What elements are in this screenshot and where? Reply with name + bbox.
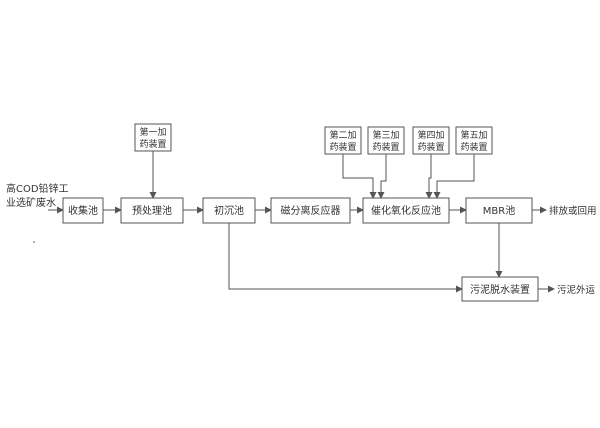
primary-settling-tank-label: 初沉池 (214, 204, 244, 217)
first-dosing-unit-line2: 药装置 (139, 138, 166, 150)
fourth-dosing-unit-line2: 药装置 (417, 141, 444, 153)
sludge-transport-label: 污泥外运 (557, 284, 596, 296)
mbr-tank-label: MBR池 (483, 204, 515, 217)
sludge-dewatering-unit-box: 污泥脱水装置 (461, 276, 539, 302)
third-dosing-unit-line1: 第三加 (372, 129, 399, 141)
second-dosing-unit-line2: 药装置 (329, 141, 356, 153)
second-dosing-unit-box: 第二加 药装置 (324, 126, 362, 155)
arrow-second-dosing-to-catalytic (342, 154, 377, 199)
catalytic-oxidation-tank-label: 催化氧化反应池 (371, 204, 441, 217)
sludge-dewatering-unit-label: 污泥脱水装置 (470, 283, 530, 296)
fifth-dosing-unit-box: 第五加 药装置 (455, 126, 493, 155)
mbr-tank-box: MBR池 (465, 197, 533, 224)
second-dosing-unit-line1: 第二加 (329, 129, 356, 141)
catalytic-oxidation-tank-box: 催化氧化反应池 (362, 197, 450, 224)
arrow-primary-to-sludge-dewatering (228, 223, 463, 293)
fourth-dosing-unit-box: 第四加 药装置 (412, 126, 450, 155)
first-dosing-unit-box: 第一加 药装置 (134, 123, 172, 152)
third-dosing-unit-line2: 药装置 (372, 141, 399, 153)
source-label-line1: 高COD铅锌工 (6, 182, 69, 195)
arrow-fourth-dosing-to-catalytic (425, 154, 433, 199)
primary-settling-tank-box: 初沉池 (202, 197, 256, 224)
collection-tank-label: 收集池 (68, 204, 98, 217)
pretreatment-tank-label: 预处理池 (132, 204, 172, 217)
third-dosing-unit-box: 第三加 药装置 (367, 126, 405, 155)
fourth-dosing-unit-line1: 第四加 (417, 129, 444, 141)
source-label-line2: 业选矿废水 (6, 196, 56, 209)
stray-dot (33, 241, 35, 243)
source-label: 高COD铅锌工 业选矿废水 (6, 182, 69, 209)
fifth-dosing-unit-line1: 第五加 (460, 129, 487, 141)
fifth-dosing-unit-line2: 药装置 (460, 141, 487, 153)
arrow-third-dosing-to-catalytic (377, 154, 387, 199)
first-dosing-unit-line1: 第一加 (139, 126, 166, 138)
magnetic-separation-reactor-box: 磁分离反应器 (270, 197, 351, 224)
pretreatment-tank-box: 预处理池 (120, 197, 184, 224)
arrow-fifth-dosing-to-catalytic (433, 154, 475, 199)
discharge-or-reuse-label: 排放或回用 (549, 205, 597, 217)
magnetic-separation-reactor-label: 磁分离反应器 (281, 204, 341, 217)
collection-tank-box: 收集池 (62, 197, 104, 224)
